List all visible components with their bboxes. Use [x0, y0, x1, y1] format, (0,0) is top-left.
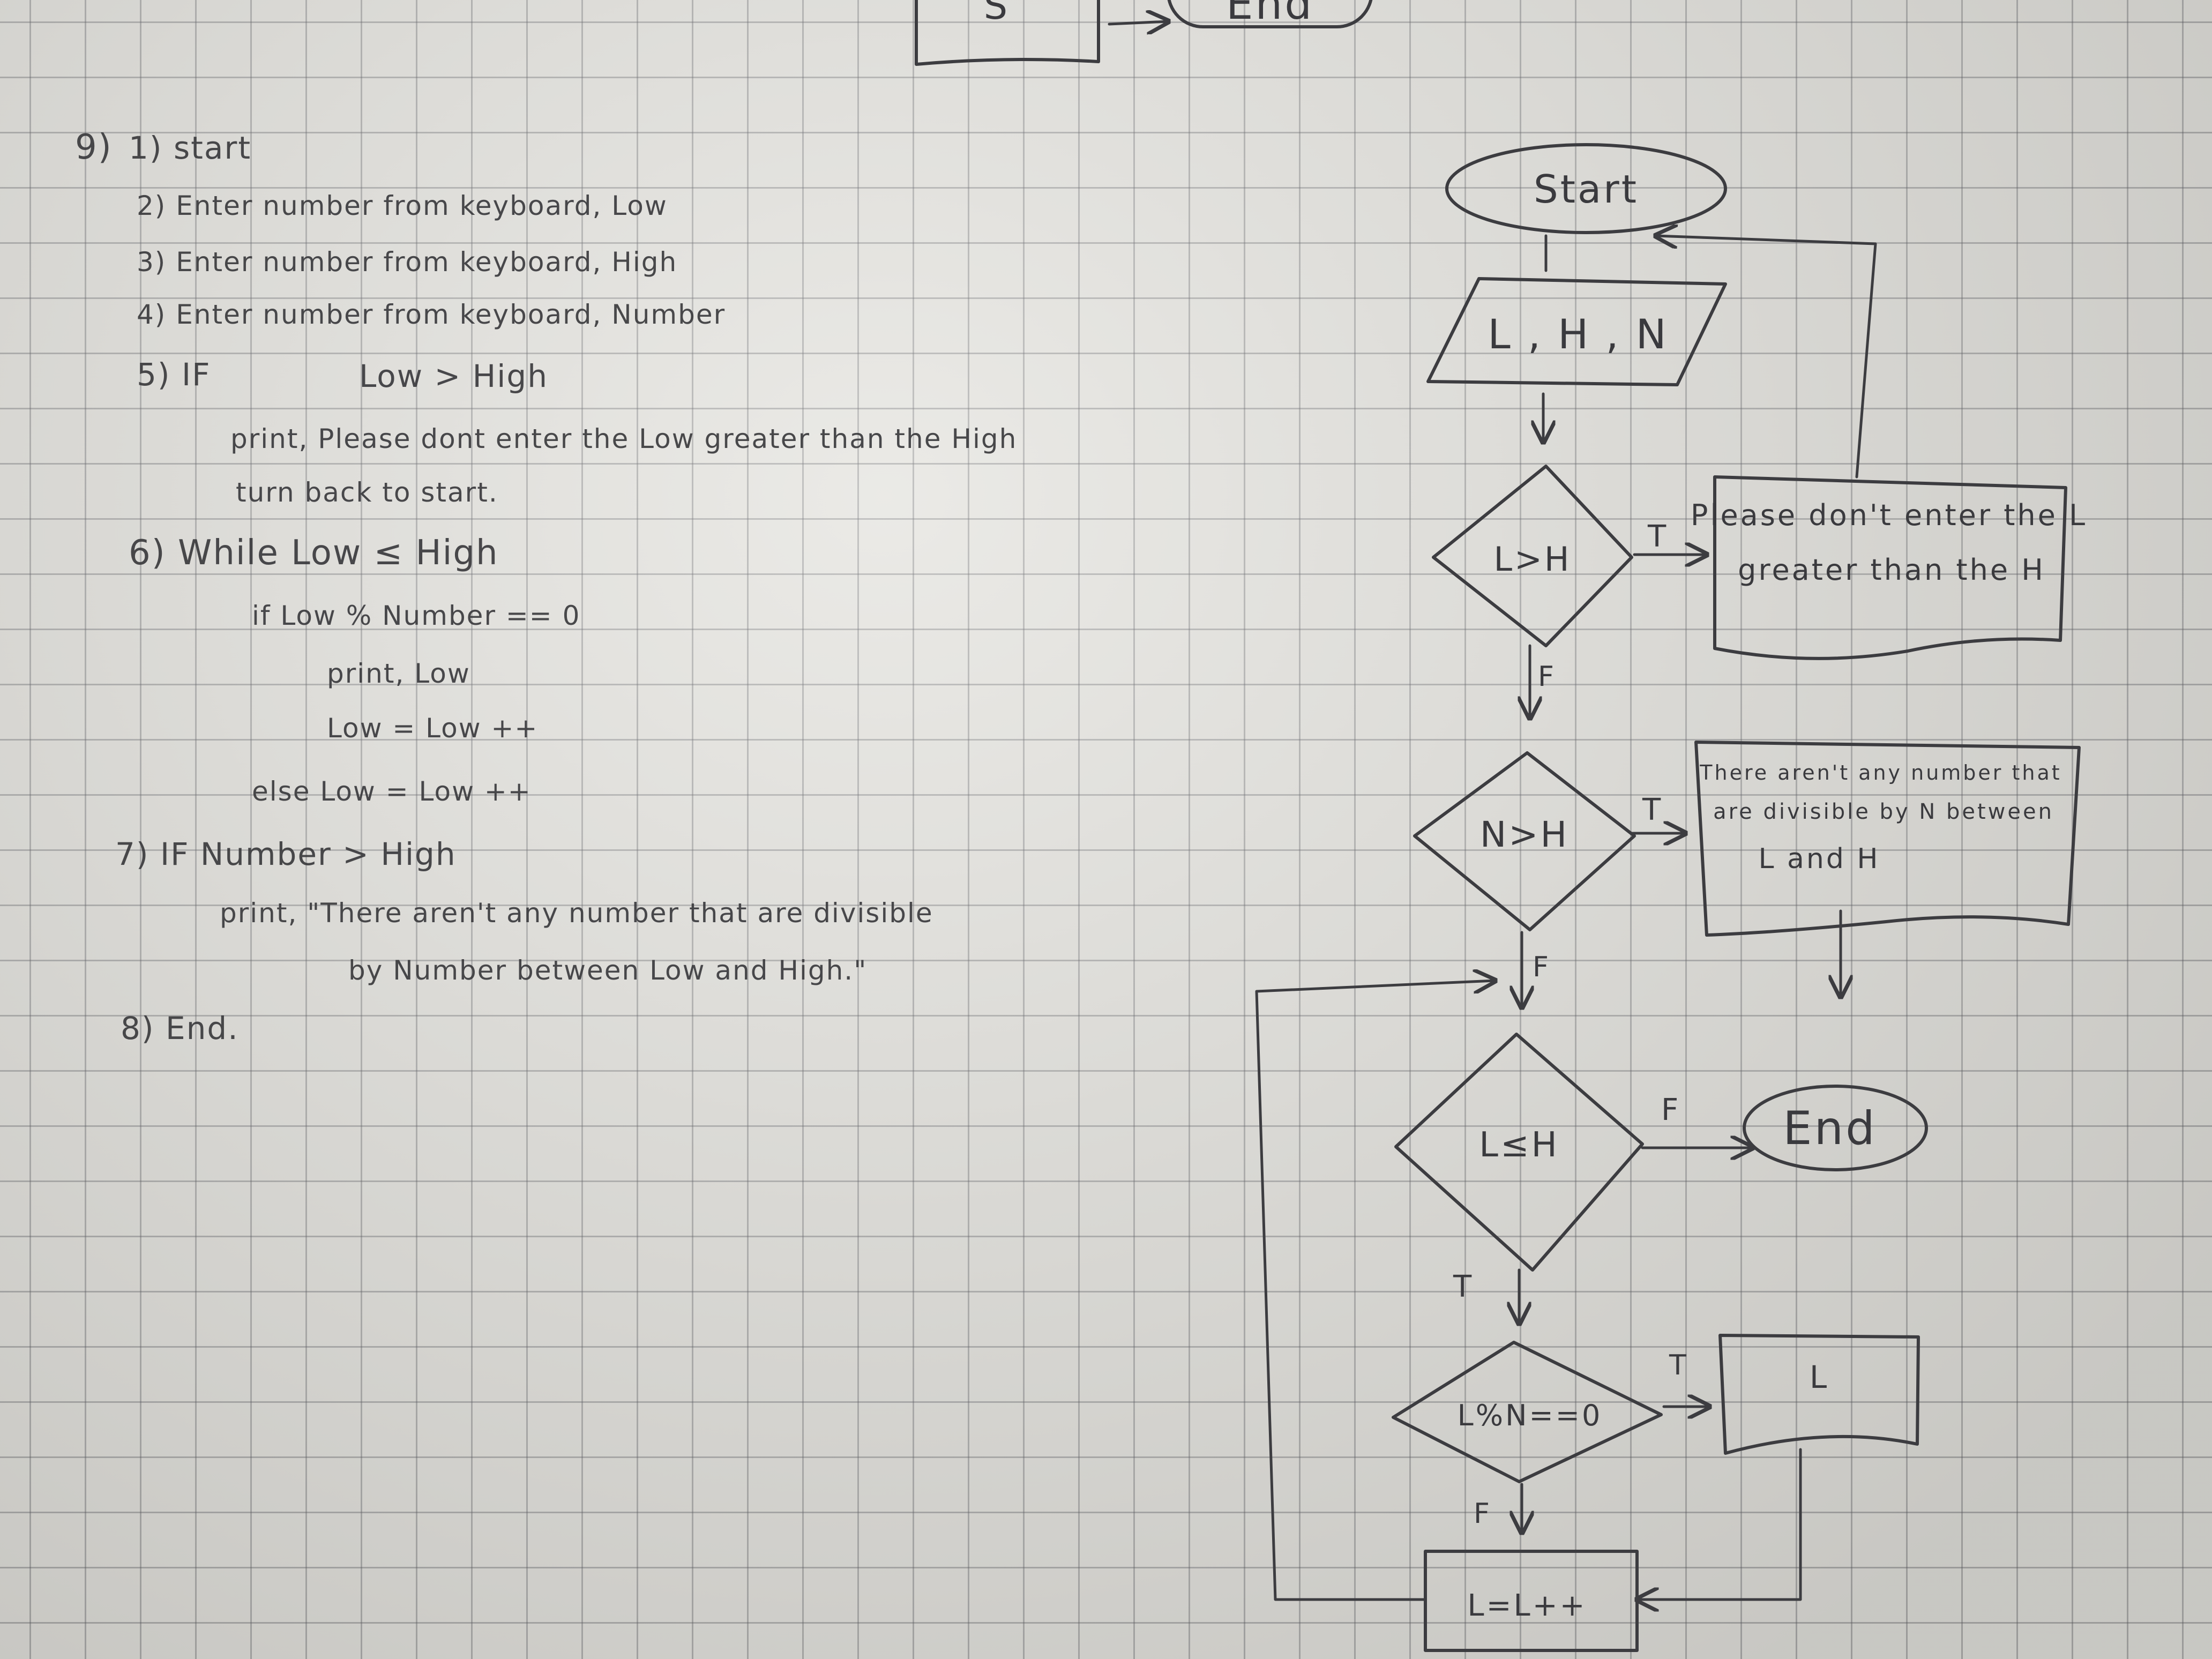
message2-line1: There aren't any number that — [1699, 761, 2061, 784]
pseudocode-line: by Number between Low and High." — [348, 955, 868, 986]
output-to-process-arrow — [1637, 1448, 1802, 1600]
pseudocode-line: print, Low — [327, 658, 470, 689]
decision2-label: N>H — [1480, 814, 1569, 855]
pseudocode-line: 5) IF — [137, 356, 211, 393]
process-label: L=L++ — [1467, 1588, 1587, 1623]
decision3-true-label: T — [1453, 1269, 1474, 1304]
message1-line2: greater than the H — [1738, 553, 2045, 587]
decision4-false-label: F — [1474, 1498, 1492, 1530]
pseudocode-line: if Low % Number == 0 — [252, 600, 581, 631]
start-terminal — [1445, 143, 1727, 234]
end-terminal — [1743, 1085, 1928, 1171]
top-fragment: S End — [915, 0, 1373, 66]
decision-l-mod-n — [1392, 1341, 1663, 1483]
output-l-document — [1718, 1334, 1920, 1455]
decision-l-le-h — [1394, 1033, 1644, 1272]
message1-document — [1713, 475, 2067, 660]
pseudocode-line: turn back to start. — [236, 477, 498, 508]
start-label: Start — [1534, 167, 1639, 212]
pseudocode-line: print, "There aren't any number that are… — [220, 898, 933, 929]
decision2-true-label: T — [1642, 793, 1663, 827]
message2-line3: L and H — [1759, 843, 1880, 875]
loop-back-arrow — [1255, 981, 1495, 1601]
message1-line1: Please don't enter the L — [1691, 498, 2087, 532]
decision4-label: L%N==0 — [1458, 1399, 1603, 1432]
decision1-label: L>H — [1493, 540, 1571, 579]
pseudocode-line: Low > High — [359, 358, 548, 394]
pseudocode-line: 8) End. — [121, 1010, 239, 1047]
pseudocode-line: 1) start — [129, 130, 252, 166]
pseudocode-line: Low = Low ++ — [327, 713, 539, 744]
pseudocode-line: 3) Enter number from keyboard, High — [137, 246, 678, 278]
pseudocode-line: 2) Enter number from keyboard, Low — [137, 190, 668, 221]
top-arrow — [1108, 21, 1168, 24]
pseudocode-line: else Low = Low ++ — [252, 776, 532, 807]
decision-n-gt-h — [1413, 751, 1636, 931]
top-end-terminal — [1167, 0, 1373, 28]
top-end-label: End — [1226, 0, 1314, 29]
decision-l-gt-h — [1432, 465, 1633, 647]
pseudocode-number: 9) — [75, 128, 113, 167]
top-output-label: S — [984, 0, 1010, 28]
message1-back-to-start-arrow — [1656, 236, 1877, 479]
decision3-label: L≤H — [1479, 1125, 1559, 1165]
pseudocode-line: 4) Enter number from keyboard, Number — [137, 299, 726, 330]
decision1-true-label: T — [1647, 519, 1668, 554]
decision4-true-label: T — [1669, 1349, 1688, 1381]
end-label: End — [1783, 1102, 1877, 1155]
message2-document — [1694, 741, 2081, 937]
decision1-false-label: F — [1538, 661, 1556, 693]
pseudocode-line: 7) IF Number > High — [115, 836, 457, 872]
input-parallelogram — [1426, 277, 1727, 386]
pseudocode-line: print, Please dont enter the Low greater… — [230, 423, 1018, 454]
message2-line2: are divisible by N between — [1713, 799, 2054, 824]
input-label: L , H , N — [1488, 310, 1668, 358]
pseudocode-line: 6) While Low ≤ High — [129, 533, 499, 573]
top-output-shape — [915, 0, 1100, 66]
decision2-false-label: F — [1533, 951, 1551, 983]
output-l-label: L — [1810, 1359, 1829, 1395]
decision3-false-label: F — [1661, 1093, 1680, 1127]
